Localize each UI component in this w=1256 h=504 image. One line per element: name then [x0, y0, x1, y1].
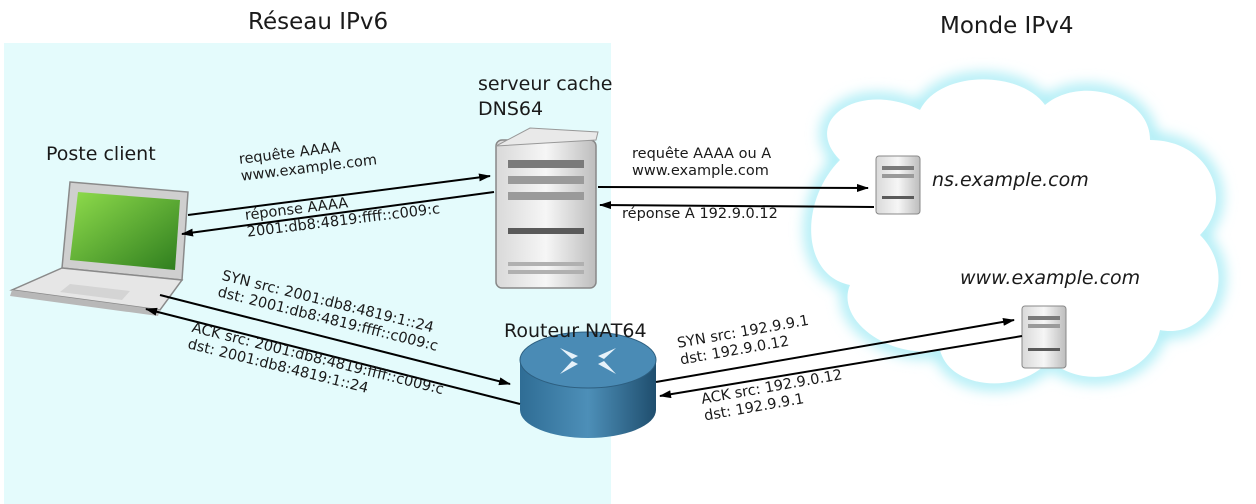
upstream-response-label: réponse A 192.9.0.12	[622, 206, 778, 222]
www-server-icon	[1021, 305, 1067, 369]
www-server-label: www.example.com	[960, 267, 1141, 289]
arrow-syn-v6	[159, 294, 511, 386]
arrow-syn-v4	[655, 317, 1015, 383]
ns-server-icon	[875, 155, 921, 215]
arrow-aaaa-response	[181, 191, 495, 237]
client-label: Poste client	[46, 143, 156, 165]
dns64-label-line1: serveur cache	[478, 73, 613, 95]
ipv4-cloud	[805, 73, 1225, 390]
nat64-label: Routeur NAT64	[504, 320, 647, 342]
nat64-router-icon	[519, 331, 657, 438]
dns64-label-line2: DNS64	[478, 98, 544, 120]
laptop-icon	[9, 181, 189, 316]
arrow-upstream-request	[597, 183, 869, 192]
arrow-aaaa-request	[187, 173, 491, 216]
ipv6-zone-title: Réseau IPv6	[248, 9, 389, 35]
ns-server-label: ns.example.com	[932, 169, 1089, 191]
dns64-server-icon	[495, 127, 599, 289]
ipv4-zone-title: Monde IPv4	[940, 13, 1074, 39]
arrows	[145, 173, 1023, 405]
arrow-ack-v6	[145, 307, 521, 405]
arrow-ack-v4	[659, 335, 1023, 399]
upstream-request-label: requête AAAA ou A www.example.com	[632, 146, 772, 179]
arrow-upstream-response	[599, 201, 875, 210]
